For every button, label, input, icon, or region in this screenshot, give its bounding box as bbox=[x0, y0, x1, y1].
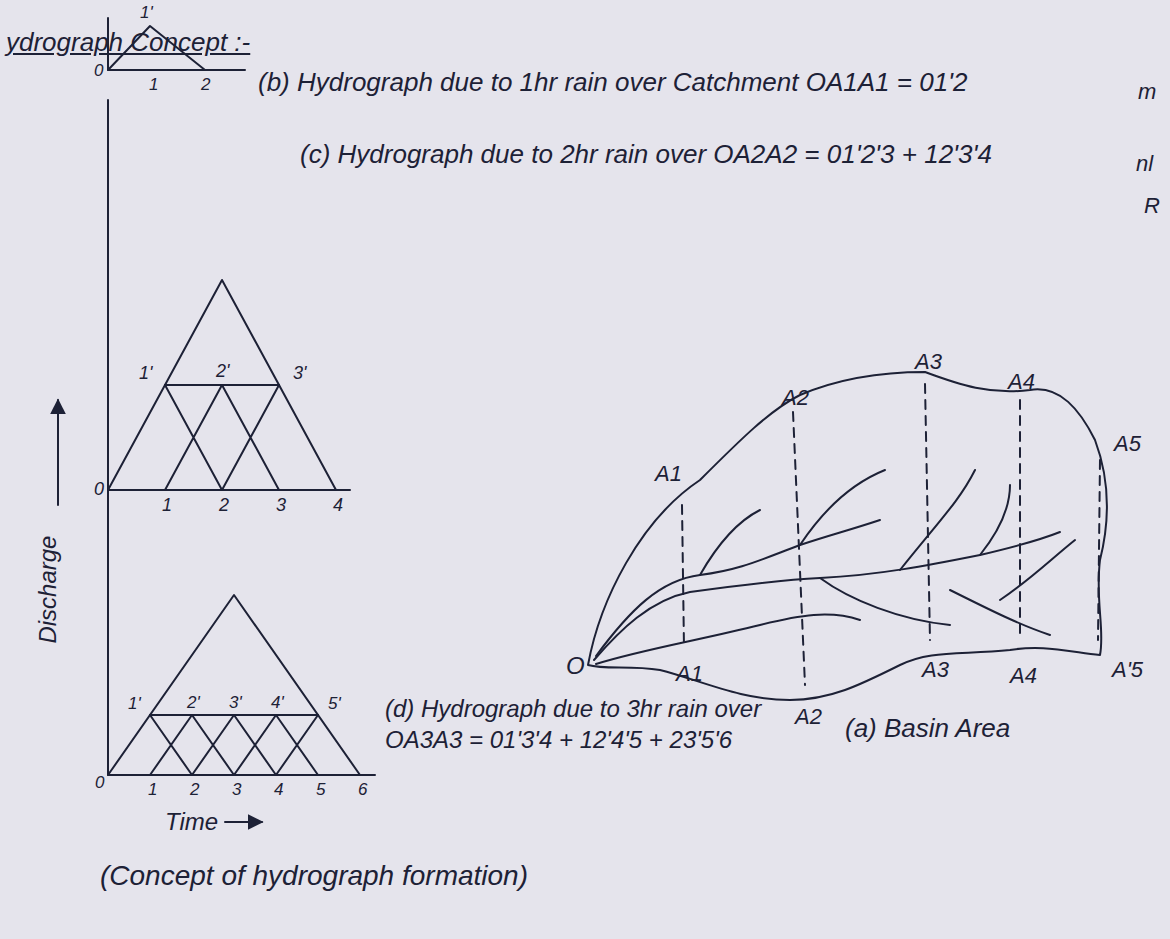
page-heading: ydrograph Concept :- bbox=[6, 26, 250, 60]
section-label: A2 bbox=[795, 703, 822, 732]
point-label: 0 bbox=[93, 772, 106, 794]
section-label: A4 bbox=[1008, 368, 1035, 397]
section-label: A3 bbox=[922, 656, 949, 685]
point-label: 4 bbox=[272, 779, 285, 801]
point-label: 1' bbox=[126, 693, 143, 715]
axis-arrow bbox=[225, 821, 262, 823]
point-label: 0 bbox=[92, 478, 106, 501]
point-label: 2 bbox=[199, 74, 212, 96]
basin-outline bbox=[588, 372, 1107, 700]
figure-caption: (Concept of hydrograph formation) bbox=[100, 858, 528, 894]
note-text: (c) Hydrograph due to 2hr rain over OA2A… bbox=[300, 138, 1020, 172]
river-channel bbox=[596, 615, 860, 664]
section-label: A4 bbox=[1010, 662, 1037, 691]
axis-arrow bbox=[57, 400, 59, 505]
point-label: 1' bbox=[138, 2, 155, 24]
point-label: 2 bbox=[217, 494, 231, 517]
point-label: 1 bbox=[147, 74, 160, 96]
point-label: 3 bbox=[274, 494, 288, 517]
point-label: 3 bbox=[230, 779, 243, 801]
hydrograph-outline bbox=[108, 280, 336, 490]
note-text: (d) Hydrograph due to 3hr rain over OA3A… bbox=[385, 693, 785, 755]
margin-text: R bbox=[1144, 192, 1160, 221]
point-label: 2 bbox=[188, 779, 201, 801]
point-label: 3' bbox=[227, 692, 244, 714]
margin-text: nl bbox=[1136, 150, 1153, 179]
outlet-label: O bbox=[566, 650, 585, 681]
section-label: A'5 bbox=[1112, 656, 1143, 685]
axis-line bbox=[108, 489, 350, 491]
river-channel bbox=[594, 532, 1060, 660]
point-label: 1 bbox=[160, 494, 174, 517]
margin-text: m bbox=[1138, 78, 1156, 107]
note-text: (b) Hydrograph due to 1hr rain over Catc… bbox=[258, 66, 1138, 100]
section-label: A3 bbox=[915, 348, 942, 377]
point-label: 2' bbox=[214, 360, 231, 383]
isochrone-lines bbox=[682, 384, 1100, 685]
hydrograph-lattice bbox=[150, 715, 318, 775]
river-channel bbox=[596, 520, 880, 656]
hydrograph-lattice bbox=[165, 385, 279, 490]
section-label: A5 bbox=[1114, 430, 1141, 459]
section-label: A2 bbox=[782, 384, 809, 413]
section-label: A1 bbox=[655, 460, 682, 489]
point-label: 6 bbox=[356, 779, 369, 801]
axis-label: Discharge bbox=[32, 536, 63, 644]
section-label: A1 bbox=[676, 660, 703, 689]
point-label: 4 bbox=[331, 494, 345, 517]
point-label: 3' bbox=[291, 362, 308, 385]
tributary bbox=[700, 470, 1075, 635]
point-label: 4' bbox=[269, 692, 286, 714]
point-label: 2' bbox=[185, 692, 202, 714]
point-label: 1 bbox=[146, 779, 159, 801]
axis-label: Time bbox=[165, 806, 218, 837]
point-label: 5' bbox=[326, 693, 343, 715]
point-label: 1' bbox=[137, 362, 154, 385]
point-label: 5 bbox=[314, 779, 327, 801]
figure-label: (a) Basin Area bbox=[845, 712, 1010, 746]
point-label: 0 bbox=[92, 60, 105, 82]
hydrograph-outline bbox=[108, 595, 360, 775]
axis-line bbox=[108, 100, 375, 775]
